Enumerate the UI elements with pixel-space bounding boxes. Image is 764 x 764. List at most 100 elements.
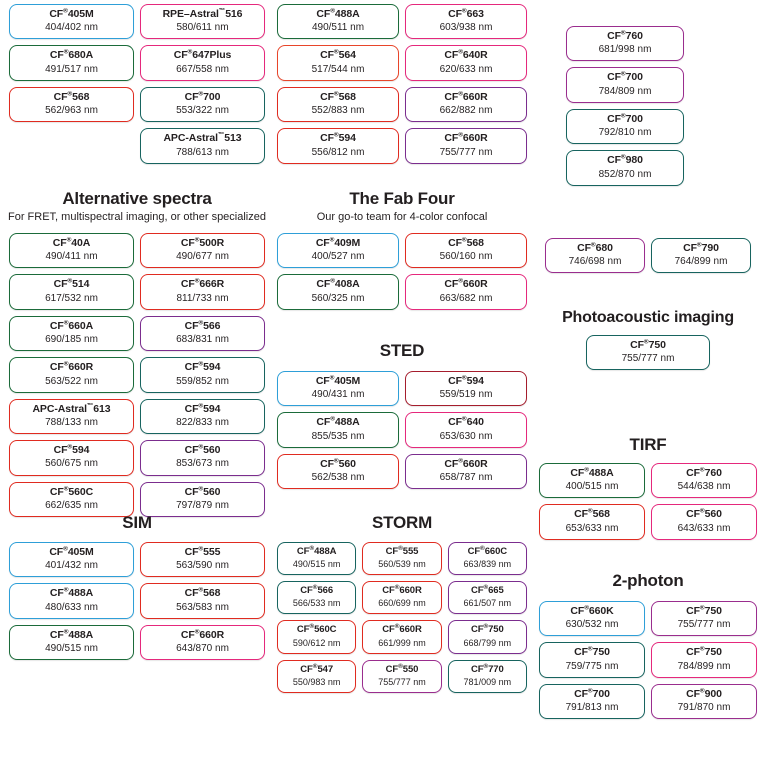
trademark-mark: ®	[483, 584, 489, 592]
trademark-mark: ®	[198, 485, 204, 493]
trademark-mark: ®	[587, 507, 593, 515]
dye-name: CF®555	[184, 545, 221, 558]
dye-spectra: 400/515 nm	[565, 481, 619, 493]
dye-card[interactable]: CF®488A 400/515 nm	[539, 463, 645, 499]
dye-name: CF®750	[686, 645, 722, 659]
dye-name: CF®660C	[467, 544, 508, 557]
dye-spectra: 566/533 nm	[292, 598, 341, 609]
dye-spectra: 811/733 nm	[176, 292, 229, 304]
dye-name: CF®405M	[49, 7, 94, 20]
dye-name: CF®700	[574, 687, 610, 700]
trademark-mark: ®	[461, 415, 467, 423]
trademark-mark: ®	[333, 90, 339, 98]
dye-spectra: 797/879 nm	[176, 499, 229, 511]
trademark-mark: ®	[63, 586, 69, 594]
trademark-mark: ®	[461, 7, 467, 15]
dye-spectra: 559/852 nm	[176, 375, 229, 387]
dye-name: CF®660R	[382, 584, 422, 597]
trademark-mark: ®	[620, 153, 626, 161]
trademark-mark: ®	[63, 48, 69, 56]
dye-name: CF®488A	[570, 466, 614, 479]
section-subtitle-alt: For FRET, multispectral imaging, or othe…	[8, 211, 266, 223]
dye-spectra: 560/325 nm	[311, 292, 365, 304]
